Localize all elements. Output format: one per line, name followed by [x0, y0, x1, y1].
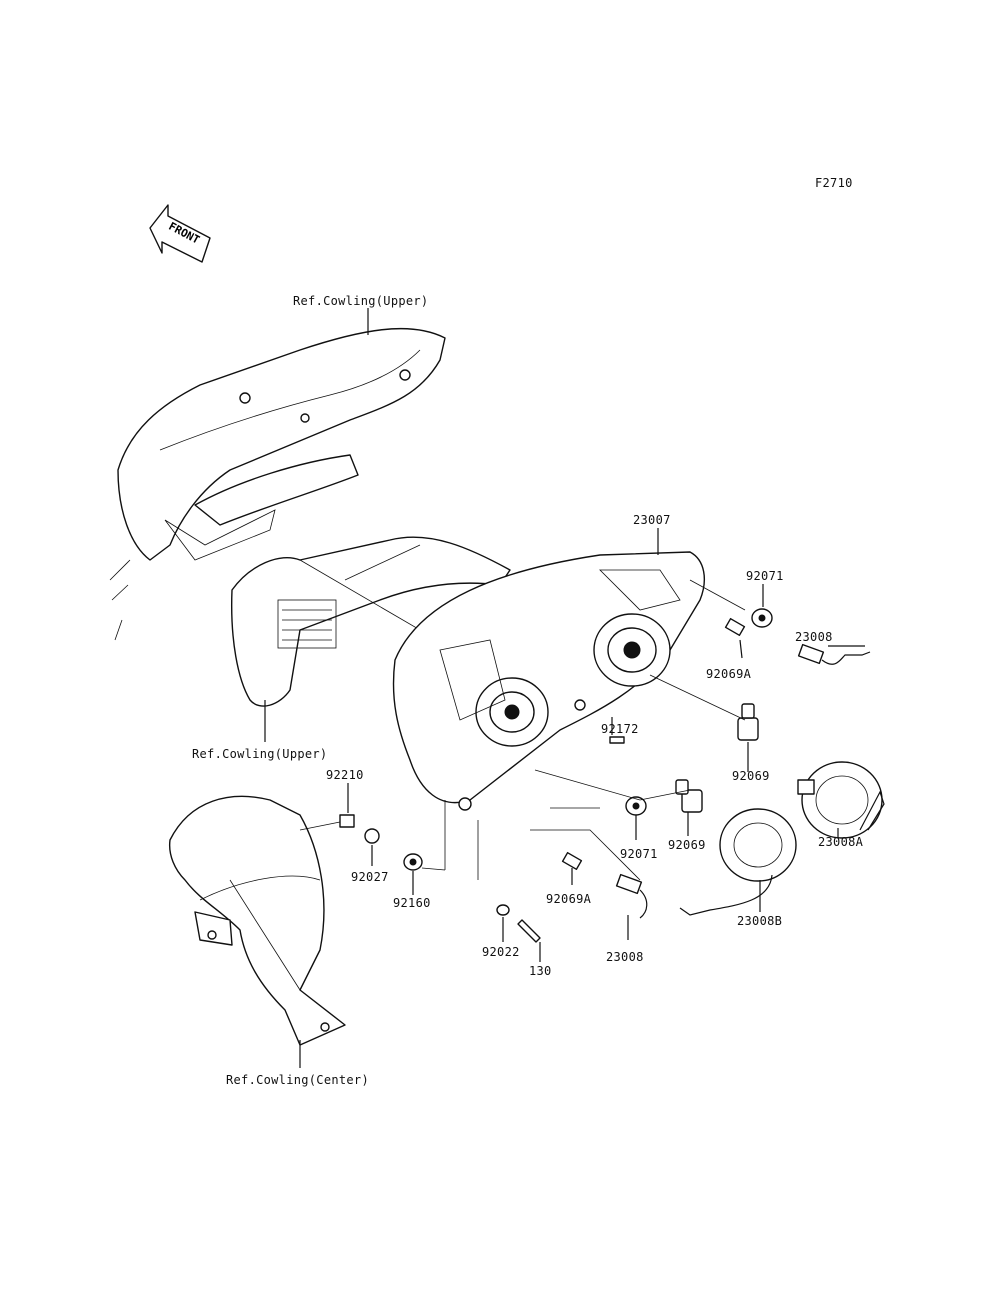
ref-cowling-upper-top-label: Ref.Cowling(Upper)	[293, 294, 429, 308]
part-label-23008B: 23008B	[737, 914, 783, 928]
part-label-92172: 92172	[601, 722, 639, 736]
front-arrow-icon: FRONT	[149, 204, 211, 263]
part-label-23008-bottom: 23008	[606, 950, 644, 964]
part-label-92027: 92027	[351, 870, 389, 884]
part-label-92071-top: 92071	[746, 569, 784, 583]
part-label-23007: 23007	[633, 513, 671, 527]
part-label-92160: 92160	[393, 896, 431, 910]
bulb-92069A-top-icon	[724, 617, 746, 659]
screw-92172-icon	[609, 717, 625, 744]
socket-23008-top-icon	[797, 643, 871, 665]
cowling-upper-top-drawing	[109, 308, 446, 641]
part-label-92069-right: 92069	[732, 769, 770, 783]
bolt-130-icon	[517, 919, 541, 962]
bulb-92069-mid-icon	[675, 779, 703, 836]
part-label-92071-mid: 92071	[620, 847, 658, 861]
part-label-23008-top: 23008	[795, 630, 833, 644]
grommet-92071-top-icon	[751, 584, 773, 628]
part-label-92069-mid: 92069	[668, 838, 706, 852]
socket-23008-bottom-icon	[615, 873, 648, 940]
grommet-92071-mid-icon	[625, 796, 647, 840]
part-label-92069A-top: 92069A	[706, 667, 752, 681]
ref-cowling-center-label: Ref.Cowling(Center)	[226, 1073, 369, 1087]
leader-lines	[530, 579, 746, 881]
part-label-92210: 92210	[326, 768, 364, 782]
cover-23008B-icon	[679, 808, 797, 916]
part-label-92022: 92022	[482, 945, 520, 959]
part-label-23008A: 23008A	[818, 835, 864, 849]
bulb-92069-right-icon	[737, 703, 759, 772]
cover-23008A-icon	[797, 761, 885, 839]
clip-92210-icon	[299, 783, 355, 831]
ref-cowling-upper-mid-label: Ref.Cowling(Upper)	[192, 747, 328, 761]
damper-92160-icon	[403, 853, 446, 895]
bulb-92069A-bottom-icon	[561, 851, 583, 885]
part-label-130: 130	[529, 964, 552, 978]
washer-92022-icon	[496, 904, 510, 942]
cowling-center-drawing	[168, 795, 346, 1068]
figure-code: F2710	[815, 176, 853, 190]
headlight-assembly-drawing	[392, 528, 706, 880]
collar-92027-icon	[364, 828, 380, 866]
part-label-92069A-bottom: 92069A	[546, 892, 592, 906]
